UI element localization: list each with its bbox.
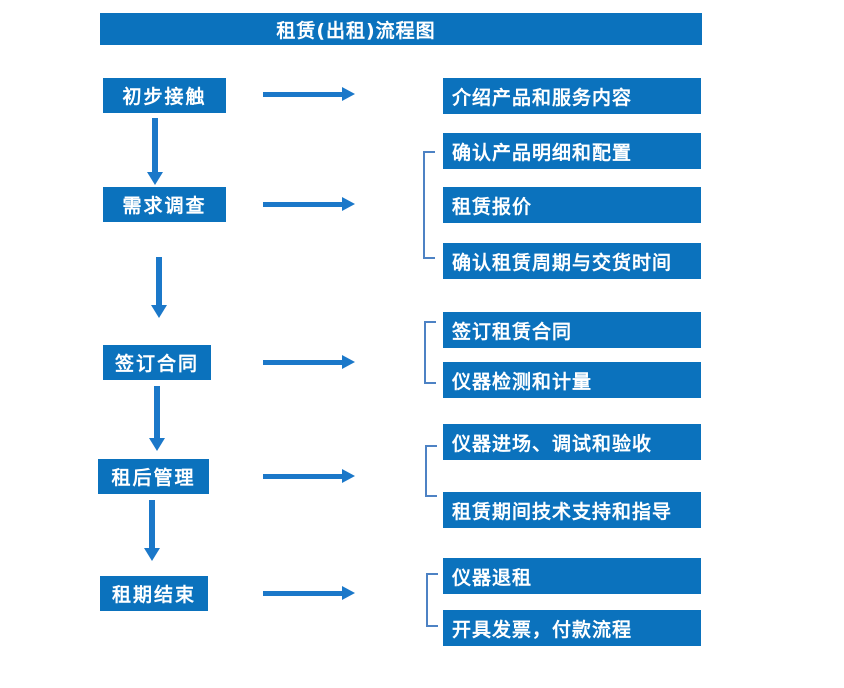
arrow-shaft [263,591,342,596]
detail-box: 确认产品明细和配置 [443,133,701,169]
right-arrow [263,586,355,600]
bracket-rental-end-details [426,573,438,627]
detail-box: 介绍产品和服务内容 [443,78,701,114]
step-box-post-rental-management: 租后管理 [98,459,209,494]
arrow-shaft [263,360,342,365]
arrow-shaft [156,257,162,305]
arrow-head [342,355,355,369]
arrow-head [144,548,160,561]
arrow-head [147,172,163,185]
bracket-post-rental-details [425,445,437,497]
step-box-sign-contract: 签订合同 [103,345,211,380]
arrow-shaft [263,92,342,97]
right-arrow [263,87,355,101]
down-arrow [149,386,165,451]
detail-box: 确认租赁周期与交货时间 [443,243,701,279]
arrow-shaft [152,118,158,172]
step-box-demand-survey: 需求调查 [103,187,226,222]
right-arrow [263,197,355,211]
detail-box: 仪器进场、调试和验收 [443,424,701,460]
arrow-shaft [154,386,160,438]
down-arrow [151,257,167,318]
title-bar: 租赁(出租)流程图 [100,13,702,45]
down-arrow [144,500,160,561]
detail-box: 租赁报价 [443,187,701,223]
down-arrow [147,118,163,185]
step-box-rental-end: 租期结束 [100,576,208,611]
arrow-head [149,438,165,451]
bracket-sign-contract-details [424,321,436,384]
page-title: 租赁(出租)流程图 [276,19,436,42]
bracket-demand-survey-details [423,151,435,259]
arrow-shaft [263,474,342,479]
arrow-shaft [263,202,342,207]
arrow-head [151,305,167,318]
detail-box: 仪器退租 [443,558,701,594]
right-arrow [263,469,355,483]
detail-box: 租赁期间技术支持和指导 [443,492,701,528]
detail-box: 仪器检测和计量 [443,362,701,398]
right-arrow [263,355,355,369]
arrow-head [342,469,355,483]
arrow-head [342,87,355,101]
step-box-initial-contact: 初步接触 [103,78,226,113]
arrow-head [342,586,355,600]
arrow-head [342,197,355,211]
arrow-shaft [149,500,155,548]
detail-box: 开具发票，付款流程 [443,610,701,646]
detail-box: 签订租赁合同 [443,312,701,348]
